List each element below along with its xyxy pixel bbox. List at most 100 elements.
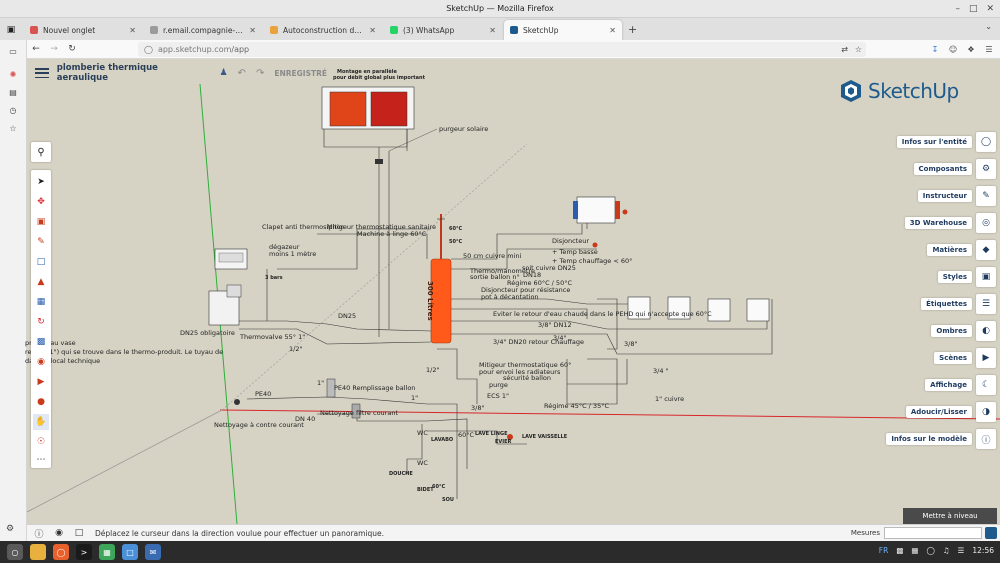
firefox-icon[interactable]: ◯: [53, 544, 69, 560]
components-icon[interactable]: ⚙: [976, 159, 996, 179]
maximize-icon[interactable]: □: [968, 4, 978, 14]
measurements-input[interactable]: [884, 527, 982, 539]
ai-chatbot-icon[interactable]: ✺: [9, 69, 17, 79]
clock[interactable]: 12:56: [972, 546, 994, 555]
printer-icon[interactable]: ▦: [911, 546, 919, 555]
new-tab-button[interactable]: +: [628, 23, 638, 36]
entity-info-icon[interactable]: ◯: [976, 132, 996, 152]
message-icon[interactable]: □: [74, 528, 84, 538]
panel-materials[interactable]: Matières◆: [927, 240, 996, 260]
forward-icon[interactable]: →: [50, 44, 58, 54]
bookmarks-icon[interactable]: ☆: [9, 123, 17, 133]
rectangle-tool-icon[interactable]: ▦: [36, 297, 46, 307]
rotate-tool-icon[interactable]: ↻: [37, 317, 45, 327]
firefox-view-icon[interactable]: ▣: [6, 25, 16, 35]
back-icon[interactable]: ←: [32, 44, 40, 54]
undo-icon[interactable]: ↶: [237, 67, 246, 79]
close-tab-icon[interactable]: ✕: [609, 25, 616, 35]
panel-scenes[interactable]: Scènes▶: [934, 348, 996, 368]
panel-display[interactable]: Affichage☾: [925, 375, 996, 395]
label-nettoyage-contre: Nettoyage à contre courant: [214, 421, 304, 429]
pencil-tool-icon[interactable]: ✎: [37, 237, 45, 247]
tab-new-tab[interactable]: Nouvel onglet✕: [24, 20, 142, 40]
line-tool-icon[interactable]: □: [36, 257, 46, 267]
close-tab-icon[interactable]: ✕: [369, 25, 376, 35]
warehouse-icon[interactable]: ◎: [976, 213, 996, 233]
panel-styles[interactable]: Styles▣: [937, 267, 996, 287]
panel-instructor[interactable]: Instructeur✎: [917, 186, 996, 206]
panel-3d-warehouse[interactable]: 3D Warehouse◎: [904, 213, 996, 233]
synced-tabs-icon[interactable]: ▤: [9, 87, 17, 97]
shadows-icon[interactable]: ◐: [976, 321, 996, 341]
tape-measure-icon[interactable]: ◉: [37, 357, 45, 367]
pan-tool-icon[interactable]: ✋: [33, 414, 49, 430]
chevron-down-icon[interactable]: ⌄: [985, 22, 992, 31]
files-icon[interactable]: [30, 544, 46, 560]
search-tool-icon[interactable]: ⚲: [31, 142, 51, 162]
zoom-tool-icon[interactable]: ☉: [36, 437, 46, 447]
sidebar-toggle-icon[interactable]: ▭: [9, 46, 17, 56]
move-tool-icon[interactable]: ✥: [37, 197, 45, 207]
close-tab-icon[interactable]: ✕: [489, 25, 496, 35]
extensions-icon[interactable]: ❖: [967, 45, 975, 54]
chat-icon[interactable]: □: [122, 544, 138, 560]
shield-icon[interactable]: ◯: [144, 45, 153, 54]
mail-icon[interactable]: ✉: [145, 544, 161, 560]
help-icon[interactable]: ⓘ: [34, 529, 44, 540]
panel-components[interactable]: Composants⚙: [913, 159, 996, 179]
level-camera-button[interactable]: Mettre à niveau: [903, 508, 997, 524]
minimize-icon[interactable]: –: [955, 4, 960, 14]
shield-tray-icon[interactable]: ◯: [926, 546, 935, 555]
model-info-icon[interactable]: ⓘ: [976, 429, 996, 449]
orbit-tool-icon[interactable]: ●: [37, 397, 45, 407]
document-name[interactable]: plomberie thermique aeraulique: [56, 63, 158, 83]
display-icon[interactable]: ☾: [976, 375, 996, 395]
panel-tags[interactable]: Étiquettes☰: [921, 294, 996, 314]
styles-icon[interactable]: ▣: [976, 267, 996, 287]
close-window-icon[interactable]: ✕: [986, 4, 994, 14]
select-tool-icon[interactable]: ➤: [37, 177, 45, 187]
tab-sketchup[interactable]: SketchUp✕: [504, 20, 622, 40]
hamburger-menu-icon[interactable]: [35, 68, 49, 78]
download-icon[interactable]: ↧: [931, 45, 939, 54]
menu-icon[interactable]: ☰: [985, 45, 993, 54]
account-icon[interactable]: ☺: [948, 45, 958, 54]
network-icon[interactable]: ▩: [896, 546, 904, 555]
push-pull-icon[interactable]: ▲: [37, 277, 45, 287]
scenes-icon[interactable]: ▶: [976, 348, 996, 368]
materials-icon[interactable]: ◆: [976, 240, 996, 260]
share-users-icon[interactable]: ♟: [219, 68, 228, 78]
redo-icon[interactable]: ↷: [255, 67, 265, 79]
tags-icon[interactable]: ☰: [976, 294, 996, 314]
tab-autoconstruction[interactable]: Autoconstruction de 2 maiso✕: [264, 20, 382, 40]
panel-shadows[interactable]: Ombres◐: [931, 321, 996, 341]
viewport-canvas[interactable]: Montage en parallèle pour débit global p…: [25, 59, 1000, 524]
terminal-icon[interactable]: >: [76, 544, 92, 560]
bookmark-star-icon[interactable]: ☆: [854, 45, 862, 54]
history-icon[interactable]: ◷: [9, 105, 17, 115]
panel-soften[interactable]: Adoucir/Lisser◑: [905, 402, 996, 422]
settings-gear-icon[interactable]: ⚙: [6, 524, 15, 534]
translate-icon[interactable]: ⇄: [841, 45, 848, 54]
close-tab-icon[interactable]: ✕: [249, 25, 256, 35]
paint-bucket-icon[interactable]: ▶: [37, 377, 45, 387]
scale-tool-icon[interactable]: ▩: [36, 337, 46, 347]
spreadsheet-icon[interactable]: ▦: [99, 544, 115, 560]
mint-menu-icon[interactable]: ○: [7, 544, 23, 560]
reload-icon[interactable]: ↻: [68, 44, 76, 54]
panel-entity-info[interactable]: Infos sur l'entité◯: [896, 132, 996, 152]
instructor-icon[interactable]: ✎: [976, 186, 996, 206]
close-tab-icon[interactable]: ✕: [129, 25, 136, 35]
wifi-icon[interactable]: ☰: [957, 546, 965, 555]
eraser-tool-icon[interactable]: ▣: [36, 217, 46, 227]
url-bar[interactable]: ◯ app.sketchup.com/app ⇄ ☆: [138, 42, 866, 57]
globe-icon[interactable]: ◉: [55, 528, 63, 538]
volume-icon[interactable]: ♫: [942, 546, 950, 555]
soften-icon[interactable]: ◑: [976, 402, 996, 422]
more-tools-icon[interactable]: ⋯: [36, 455, 46, 465]
tab-email[interactable]: r.email.compagnie-des-sens.fr/:✕: [144, 20, 262, 40]
language-indicator[interactable]: FR: [878, 546, 889, 555]
tab-whatsapp[interactable]: (3) WhatsApp✕: [384, 20, 502, 40]
label-montage2: pour débit global plus important: [333, 75, 425, 81]
